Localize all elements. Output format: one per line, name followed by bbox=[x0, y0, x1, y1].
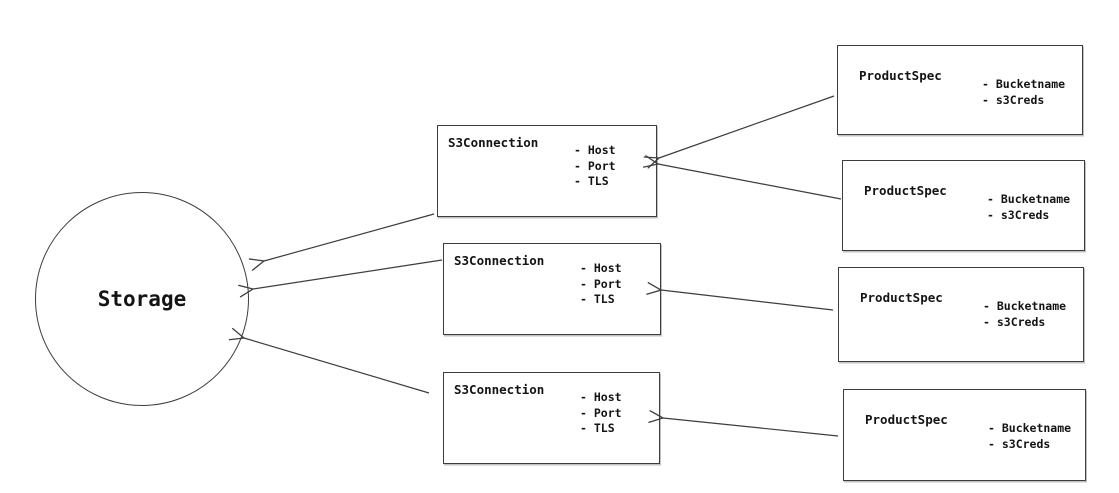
attribute-s3creds: - s3Creds bbox=[982, 92, 1045, 107]
productspec-title: ProductSpec bbox=[865, 412, 948, 427]
attribute-bucketname: - Bucketname bbox=[988, 421, 1072, 435]
s3connection-title: S3Connection bbox=[448, 135, 539, 150]
arrow-s3connection3-to-storage bbox=[228, 327, 430, 394]
attribute-bucketname: - Bucketname bbox=[983, 299, 1067, 313]
productspec-attributes: - Bucketname - s3Creds bbox=[982, 77, 1065, 108]
arrow-s3connection1-to-storage bbox=[248, 213, 435, 272]
arrow-productspec2-to-s3connection1 bbox=[642, 154, 842, 200]
s3connection-attributes: - Host - Port - TLS bbox=[580, 261, 622, 308]
productspec-attributes: - Bucketname - s3Creds bbox=[987, 192, 1070, 223]
attribute-port: - Port bbox=[580, 276, 622, 291]
arrow-productspec3-to-s3connection2 bbox=[646, 281, 834, 311]
attribute-bucketname: - Bucketname bbox=[987, 192, 1071, 206]
s3connection-attributes: - Host - Port - TLS bbox=[580, 390, 622, 437]
attribute-port: - Port bbox=[580, 405, 622, 420]
attribute-tls: - TLS bbox=[574, 174, 609, 188]
productspec-title: ProductSpec bbox=[860, 290, 943, 305]
attribute-host: - Host bbox=[580, 390, 622, 404]
attribute-s3creds: - s3Creds bbox=[988, 436, 1051, 451]
productspec-title: ProductSpec bbox=[859, 68, 942, 83]
s3connection-node-2: S3Connection - Host - Port - TLS bbox=[443, 243, 661, 335]
productspec-node-2: ProductSpec - Bucketname - s3Creds bbox=[842, 160, 1085, 251]
storage-node: Storage bbox=[35, 192, 249, 406]
storage-label: Storage bbox=[97, 287, 187, 311]
attribute-host: - Host bbox=[574, 143, 616, 157]
arrow-productspec1-to-s3connection1 bbox=[643, 95, 835, 169]
s3connection-node-1: S3Connection - Host - Port - TLS bbox=[437, 125, 657, 217]
productspec-attributes: - Bucketname - s3Creds bbox=[988, 421, 1071, 452]
attribute-tls: - TLS bbox=[580, 421, 615, 435]
arrow-s3connection2-to-storage bbox=[238, 259, 443, 298]
productspec-node-1: ProductSpec - Bucketname - s3Creds bbox=[837, 45, 1083, 135]
attribute-s3creds: - s3Creds bbox=[983, 314, 1046, 329]
productspec-node-3: ProductSpec - Bucketname - s3Creds bbox=[838, 267, 1084, 362]
productspec-node-4: ProductSpec - Bucketname - s3Creds bbox=[843, 389, 1086, 481]
attribute-host: - Host bbox=[580, 261, 622, 275]
arrow-productspec4-to-s3connection3 bbox=[648, 410, 839, 437]
s3connection-node-3: S3Connection - Host - Port - TLS bbox=[443, 372, 660, 464]
attribute-tls: - TLS bbox=[580, 292, 615, 306]
productspec-title: ProductSpec bbox=[864, 183, 947, 198]
productspec-attributes: - Bucketname - s3Creds bbox=[983, 299, 1066, 330]
s3connection-attributes: - Host - Port - TLS bbox=[574, 143, 616, 190]
attribute-bucketname: - Bucketname bbox=[982, 77, 1066, 91]
attribute-port: - Port bbox=[574, 158, 616, 173]
s3connection-title: S3Connection bbox=[454, 253, 545, 268]
s3connection-title: S3Connection bbox=[454, 382, 545, 397]
attribute-s3creds: - s3Creds bbox=[987, 207, 1050, 222]
